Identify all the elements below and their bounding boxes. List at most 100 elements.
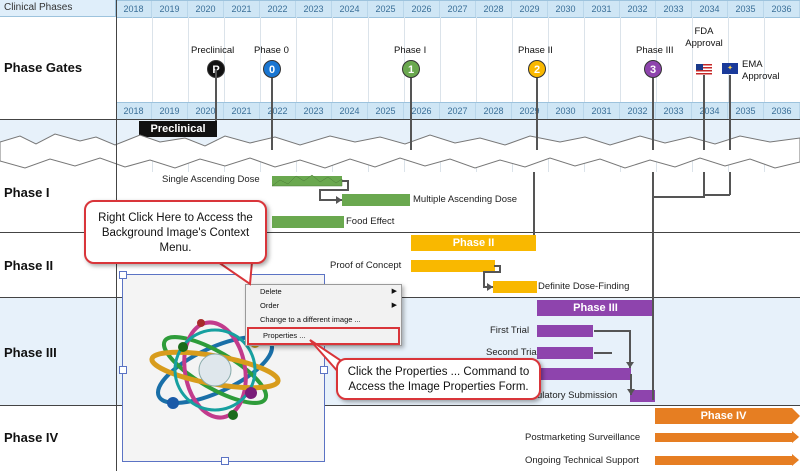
phase4-summary-bar[interactable]: Phase IV bbox=[655, 408, 792, 424]
resize-handle-top-left-icon[interactable] bbox=[119, 271, 127, 279]
resize-handle-bottom-center-icon[interactable] bbox=[221, 457, 229, 465]
menu-item-order-label: Order bbox=[260, 301, 280, 310]
year-cell-2023: 2023 bbox=[296, 103, 332, 119]
menu-item-change-image[interactable]: Change to a different image ... bbox=[246, 313, 401, 327]
callout-right-click: Right Click Here to Access the Backgroun… bbox=[84, 200, 267, 264]
phase3-summary-bar[interactable]: Phase III bbox=[537, 300, 654, 316]
second-trial-bar[interactable] bbox=[537, 347, 593, 359]
ongoing-support-arrow-icon bbox=[792, 454, 799, 466]
second-trial-label: Second Trial bbox=[486, 347, 539, 358]
proof-of-concept-label: Proof of Concept bbox=[330, 260, 402, 271]
year-cell-2024: 2024 bbox=[332, 1, 368, 17]
gate-label-phase1: Phase I bbox=[394, 45, 427, 56]
divider-phase1 bbox=[0, 232, 800, 233]
year-cell-2018: 2018 bbox=[116, 1, 152, 17]
gate-label-fda: FDA Approval bbox=[685, 26, 723, 49]
year-cell-2023: 2023 bbox=[296, 1, 332, 17]
year-cell-2026: 2026 bbox=[404, 103, 440, 119]
menu-item-properties-label: Properties ... bbox=[263, 331, 306, 340]
ongoing-support-bar[interactable] bbox=[655, 456, 792, 465]
menu-item-change-image-label: Change to a different image ... bbox=[260, 315, 361, 324]
year-cell-2022: 2022 bbox=[260, 1, 296, 17]
row-label-phase4: Phase IV bbox=[4, 430, 59, 445]
gate-phase1-icon[interactable]: 1 bbox=[402, 60, 420, 78]
year-cell-2032: 2032 bbox=[620, 1, 656, 17]
divider-phase3 bbox=[0, 405, 800, 406]
gate-label-phase3: Phase III bbox=[636, 45, 674, 56]
first-trial-label: First Trial bbox=[490, 325, 530, 336]
postmarketing-bar[interactable] bbox=[655, 433, 792, 442]
definite-dose-bar[interactable] bbox=[493, 281, 537, 293]
year-cell-2019: 2019 bbox=[152, 103, 188, 119]
ongoing-support-label: Ongoing Technical Support bbox=[525, 455, 639, 466]
year-cell-2035: 2035 bbox=[728, 103, 764, 119]
clinical-phases-header: Clinical Phases bbox=[0, 0, 116, 17]
phase4-summary-arrow-icon bbox=[792, 408, 800, 424]
year-cell-2032: 2032 bbox=[620, 103, 656, 119]
year-cell-2027: 2027 bbox=[440, 1, 476, 17]
row-label-phase3: Phase III bbox=[4, 345, 57, 360]
year-cell-2018: 2018 bbox=[116, 103, 152, 119]
year-cell-2025: 2025 bbox=[368, 1, 404, 17]
year-cell-2019: 2019 bbox=[152, 1, 188, 17]
eu-flag-icon: ✦ bbox=[722, 63, 738, 74]
year-cell-2034: 2034 bbox=[692, 1, 728, 17]
food-effect-label: Food Effect bbox=[346, 216, 395, 227]
year-cell-2025: 2025 bbox=[368, 103, 404, 119]
year-cell-2022: 2022 bbox=[260, 103, 296, 119]
gate-phase0-icon[interactable]: 0 bbox=[263, 60, 281, 78]
year-cell-2033: 2033 bbox=[656, 103, 692, 119]
year-cell-2020: 2020 bbox=[188, 103, 224, 119]
postmarketing-label: Postmarketing Surveillance bbox=[525, 432, 641, 443]
gate-phase3-icon[interactable]: 3 bbox=[644, 60, 662, 78]
year-cell-2020: 2020 bbox=[188, 1, 224, 17]
callout-right-click-text: Right Click Here to Access the Backgroun… bbox=[98, 212, 253, 254]
multiple-ascending-bar[interactable] bbox=[342, 194, 410, 206]
menu-item-delete[interactable]: Delete ▶ bbox=[246, 285, 401, 299]
menu-item-order[interactable]: Order ▶ bbox=[246, 299, 401, 313]
year-cell-2021: 2021 bbox=[224, 103, 260, 119]
postmarketing-arrow-icon bbox=[792, 431, 799, 443]
submenu-arrow-icon: ▶ bbox=[391, 288, 397, 295]
year-cell-2024: 2024 bbox=[332, 103, 368, 119]
callout-properties-text: Click the Properties ... Command to Acce… bbox=[347, 366, 530, 393]
year-cell-2029: 2029 bbox=[512, 1, 548, 17]
third-trial-bar[interactable] bbox=[537, 368, 631, 380]
preclinical-phase-bar[interactable]: Preclinical bbox=[139, 121, 217, 137]
year-cell-2029: 2029 bbox=[512, 103, 548, 119]
regulatory-submission-bar[interactable] bbox=[630, 390, 655, 402]
row-label-phase2: Phase II bbox=[4, 258, 54, 273]
menu-item-properties[interactable]: Properties ... bbox=[247, 327, 400, 345]
food-effect-bar[interactable] bbox=[272, 216, 344, 228]
year-cell-2033: 2033 bbox=[656, 1, 692, 17]
us-flag-icon bbox=[696, 64, 712, 75]
multiple-ascending-label: Multiple Ascending Dose bbox=[413, 194, 518, 205]
regulatory-submission-label: ulatory Submission bbox=[537, 390, 618, 401]
year-cell-2034: 2034 bbox=[692, 103, 728, 119]
resize-handle-bottom-left-icon[interactable] bbox=[119, 366, 127, 374]
year-cell-2026: 2026 bbox=[404, 1, 440, 17]
resize-handle-bottom-right-icon[interactable] bbox=[320, 366, 328, 374]
year-cell-2031: 2031 bbox=[584, 103, 620, 119]
gate-label-phase0: Phase 0 bbox=[254, 45, 289, 56]
single-ascending-label: Single Ascending Dose bbox=[162, 174, 260, 185]
gate-label-ema: EMA Approval bbox=[742, 59, 780, 82]
proof-of-concept-bar[interactable] bbox=[411, 260, 495, 272]
context-menu: Delete ▶ Order ▶ Change to a different ima… bbox=[245, 284, 402, 346]
divider-gates bbox=[0, 119, 800, 120]
phase2-summary-bar[interactable]: Phase II bbox=[411, 235, 536, 251]
submenu-arrow-icon: ▶ bbox=[391, 302, 397, 309]
year-cell-2028: 2028 bbox=[476, 1, 512, 17]
year-cell-2028: 2028 bbox=[476, 103, 512, 119]
year-cell-2027: 2027 bbox=[440, 103, 476, 119]
definite-dose-label: Definite Dose-Finding bbox=[538, 281, 630, 292]
first-trial-bar[interactable] bbox=[537, 325, 593, 337]
gate-label-phase2: Phase II bbox=[518, 45, 553, 56]
row-label-phase-gates: Phase Gates bbox=[4, 60, 83, 75]
year-cell-2030: 2030 bbox=[548, 103, 584, 119]
gate-phase2-icon[interactable]: 2 bbox=[528, 60, 546, 78]
menu-item-delete-label: Delete bbox=[260, 287, 282, 296]
